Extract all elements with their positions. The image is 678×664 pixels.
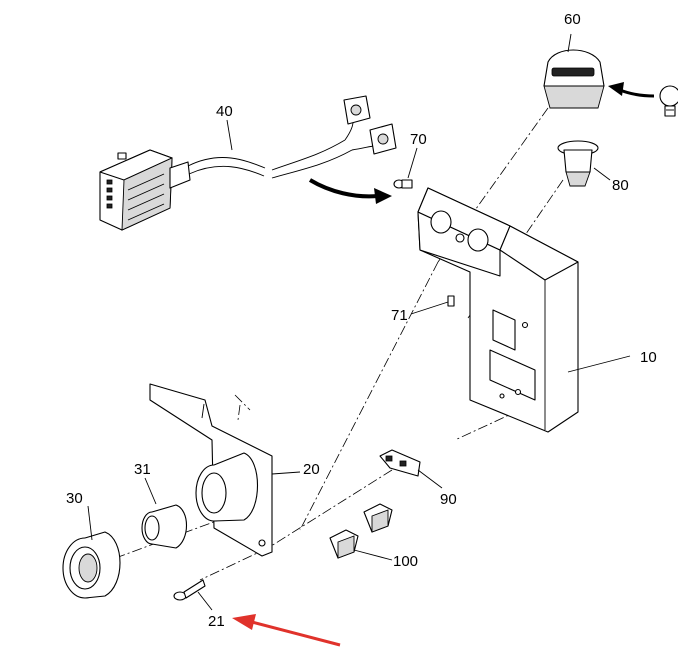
part-label-20: 20 xyxy=(303,461,320,478)
housing-10 xyxy=(417,187,579,433)
leader-lines xyxy=(87,33,631,611)
part-label-31: 31 xyxy=(134,461,151,478)
part-label-60: 70 xyxy=(410,131,427,148)
clip-90 xyxy=(379,449,421,477)
part-label-21: 21 xyxy=(208,613,225,630)
part-label-30: 30 xyxy=(66,490,83,507)
part-label-100: 100 xyxy=(393,553,418,570)
contacts-100 xyxy=(329,503,393,559)
highlight-arrow-icon xyxy=(232,614,341,647)
bracket-20 xyxy=(149,383,273,557)
part-label-40: 40 xyxy=(216,103,233,120)
part-label-70: 60 xyxy=(564,11,581,28)
lamp-socket-80 xyxy=(557,140,599,187)
cable-harness-40 xyxy=(99,95,397,231)
assembly-arrow-icon xyxy=(308,178,392,204)
part-label-80: 80 xyxy=(612,177,629,194)
lamp-cap-70 xyxy=(543,49,605,109)
part-label-90: 90 xyxy=(440,491,457,508)
screw-71 xyxy=(447,295,455,307)
lightbulb-icon xyxy=(659,85,678,117)
insert-arrow-icon xyxy=(608,82,655,98)
sleeve-31 xyxy=(141,504,188,549)
part-label-71: 71 xyxy=(391,307,408,324)
part-label-10: 10 xyxy=(640,349,657,366)
bezel-ring-30 xyxy=(62,531,121,599)
screw-60 xyxy=(393,179,413,189)
screw-21 xyxy=(173,579,206,601)
